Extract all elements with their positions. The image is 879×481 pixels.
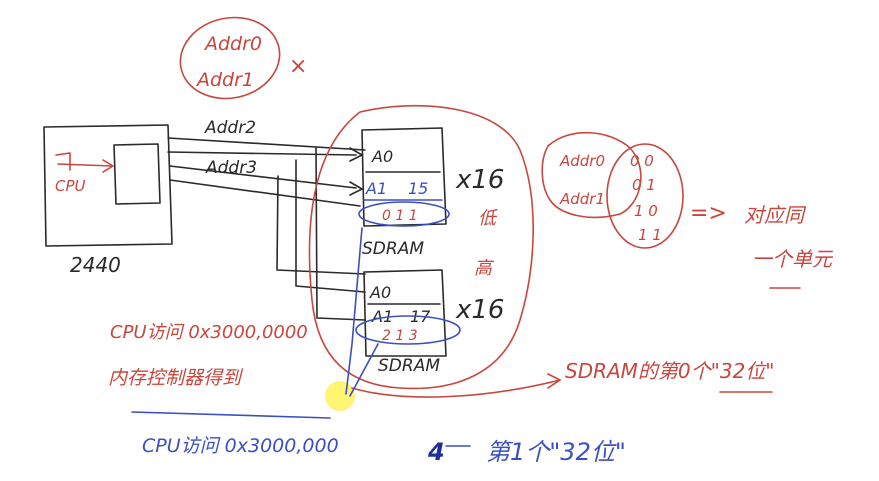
- bus-addr3-label: Addr3: [205, 158, 257, 178]
- right-addr0-text: Addr0: [559, 152, 605, 170]
- sdram1-pin-a1: A1: [365, 179, 387, 198]
- blue-up-line-2: [349, 343, 379, 397]
- top-addr0-text: Addr0: [203, 33, 262, 55]
- top-addr1-text: Addr1: [195, 69, 254, 91]
- right-addr-outline: [541, 131, 642, 219]
- result-line-1: 对应同: [744, 203, 807, 227]
- cursor-highlight: [325, 381, 355, 411]
- bus-drop-2: [295, 159, 366, 293]
- blue-note-line: CPU访问 0x3000,000: [142, 435, 339, 457]
- addr3-arrow: [349, 181, 363, 196]
- bus-drop-1: [315, 147, 366, 321]
- sdram2-pin-a1: A1: [371, 307, 393, 326]
- cross-mark: ×: [289, 54, 307, 79]
- blue-result-text: 第1个"32位": [486, 438, 626, 466]
- combos-ellipse: [606, 143, 684, 249]
- implies-arrow: =>: [690, 201, 727, 226]
- blue-up-line: [345, 227, 363, 395]
- sdram2-position: 高: [474, 258, 495, 279]
- sdram2-width: x16: [455, 295, 504, 325]
- sdram1-position: 低: [478, 208, 498, 229]
- bus-addr2-line: [167, 151, 357, 156]
- cpu-bracket: [55, 152, 71, 171]
- sdram1-label: SDRAM: [362, 239, 424, 259]
- blue-access-note: CPU访问 0x3000,000 4 第1个"32位": [142, 435, 626, 466]
- sdram1-width: x16: [455, 165, 504, 195]
- sdram1-bits-range: 15: [408, 179, 428, 198]
- red-to-result-arrow: [351, 379, 561, 398]
- top-addr-ellipse: [179, 16, 281, 100]
- bus-addr3-line: [169, 165, 357, 189]
- combo-0: 0 0: [630, 152, 654, 170]
- soc-2440: CPU 2440: [43, 124, 173, 277]
- combo-1: 0 1: [632, 176, 656, 194]
- sdram2-box: [363, 269, 447, 357]
- sdram2-bits-ellipse: [355, 315, 461, 345]
- cpu-label: CPU: [55, 177, 86, 195]
- sdram1-bits-example: 0 1 1: [382, 208, 418, 224]
- red-access-note: CPU访问 0x3000,0000 内存控制器得到 SDRAM的第0个"32位": [108, 227, 775, 419]
- bus-addr2-label: Addr2: [204, 118, 256, 138]
- cpu-arrow-line: [57, 163, 113, 167]
- combo-2: 1 0: [634, 202, 658, 220]
- sdram-chip-2: A0 A1 17 2 1 3 SDRAM x16 高: [355, 258, 504, 376]
- sdram-group-outline: [308, 104, 534, 390]
- address-bus: Addr2 Addr3: [167, 118, 366, 321]
- bus-mid-line: [169, 179, 361, 207]
- bus-drop-3: [276, 175, 366, 275]
- red-result-text: SDRAM的第0个"32位": [565, 359, 775, 383]
- red-to-result-arrowhead: [547, 373, 561, 389]
- soc-label: 2440: [70, 253, 121, 277]
- combo-3: 1 1: [638, 226, 662, 244]
- soc-box: [43, 124, 173, 247]
- red-note-line-1: CPU访问 0x3000,0000: [110, 322, 308, 343]
- sdram1-box: [361, 127, 447, 227]
- right-addr-note: Addr0 Addr1 0 0 0 1 1 0 1 1 => 对应同 一个单元: [541, 131, 834, 289]
- sdram2-pin-a0: A0: [369, 283, 391, 302]
- right-addr1-text: Addr1: [559, 190, 605, 208]
- sdram2-bits-example: 2 1 3: [382, 328, 418, 344]
- cpu-arrow-head: [102, 159, 114, 173]
- sdram1-bits-ellipse: [358, 201, 450, 227]
- bus-top-line: [167, 137, 366, 151]
- sdram1-pin-a0: A0: [371, 147, 393, 166]
- red-note-line-2: 内存控制器得到: [108, 367, 244, 389]
- result-line-2: 一个单元: [752, 247, 834, 271]
- blue-note-digit: 4: [427, 438, 445, 466]
- red-note-underline: [131, 411, 331, 419]
- sdram-chip-1: A0 A1 15 0 1 1 SDRAM x16 低: [358, 127, 504, 259]
- sdram2-label: SDRAM: [378, 356, 440, 376]
- top-addr-note: Addr0 Addr1 ×: [179, 16, 307, 100]
- cpu-inner-box: [113, 143, 161, 205]
